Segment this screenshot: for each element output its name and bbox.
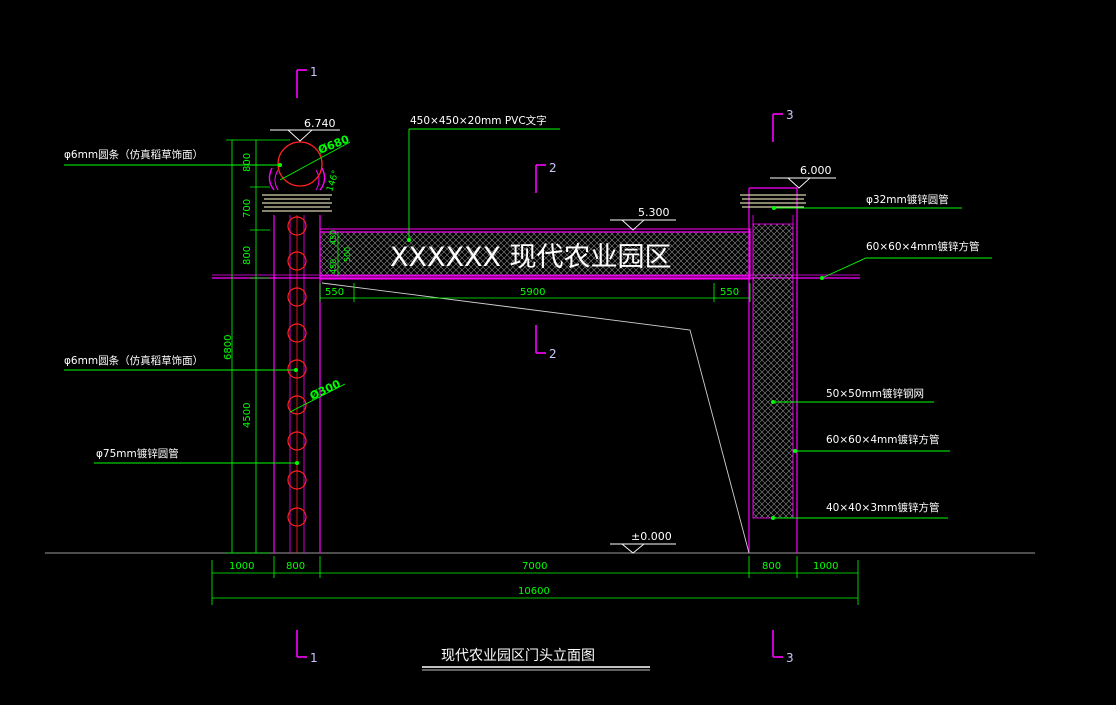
beam-span-dims [319, 283, 751, 302]
dim-beam-h-2: 500 [343, 247, 352, 262]
elevation-markers [270, 129, 836, 554]
dim-v-1: 800 [242, 153, 253, 172]
section-2-top: 2 [549, 161, 557, 175]
dim-beam-span-3: 550 [720, 287, 739, 298]
section-marks [296, 69, 783, 658]
dim-bottom-4: 800 [762, 561, 781, 572]
section-2-bottom: 2 [549, 347, 557, 361]
dim-bottom-2: 800 [286, 561, 305, 572]
callout-rod-ball: φ6mm圆条（仿真稻草饰面） [64, 148, 203, 161]
dim-bead-diameter: Ø300 [308, 377, 343, 403]
dim-angle: 146° [325, 169, 341, 193]
callout-square-tube-60-top: 60×60×4mm镀锌方管 [866, 240, 979, 253]
section-3-bottom: 3 [786, 651, 794, 665]
section-1-top: 1 [310, 65, 318, 79]
right-mesh-panel [752, 223, 794, 519]
dim-v-4: 4500 [242, 403, 253, 428]
left-rope-rings [262, 194, 332, 212]
callout-round-pipe-75: φ75mm镀锌圆管 [96, 447, 179, 460]
dim-bottom-3: 7000 [522, 561, 547, 572]
left-vertical-dims [226, 139, 290, 554]
diagonal-brace [321, 282, 750, 554]
elev-beam-top: 5.300 [638, 206, 670, 219]
elev-left-top: 6.740 [304, 117, 336, 130]
dim-beam-h-3: 450 [329, 259, 338, 274]
top-ball [277, 141, 323, 187]
dim-beam-span-1: 550 [325, 287, 344, 298]
bottom-dims [211, 556, 859, 605]
dim-bottom-1: 1000 [229, 561, 254, 572]
callout-rod-column: φ6mm圆条（仿真稻草饰面） [64, 354, 203, 367]
elev-right-top: 6.000 [800, 164, 832, 177]
elev-ground: ±0.000 [631, 530, 672, 543]
dim-beam-h-1: 450 [329, 230, 338, 245]
callout-round-pipe-32: φ32mm镀锌圆管 [866, 193, 949, 206]
callout-square-tube-40: 40×40×3mm镀锌方管 [826, 501, 939, 514]
dim-bottom-total: 10600 [518, 586, 550, 597]
dim-v-total: 6800 [223, 335, 234, 360]
callout-square-tube-60: 60×60×4mm镀锌方管 [826, 433, 939, 446]
callout-pvc-text: 450×450×20mm PVC文字 [410, 114, 547, 127]
section-3-top: 3 [786, 108, 794, 122]
dim-ball-diameter: Ø680 [316, 132, 351, 156]
drawing-title: 现代农业园区门头立面图 [441, 648, 595, 664]
callout-mesh-50: 50×50mm镀锌钢网 [826, 387, 924, 400]
dim-v-2: 700 [242, 199, 253, 218]
right-rope-rings [740, 194, 806, 208]
dim-v-3: 800 [242, 246, 253, 265]
sign-text: XXXXXX 现代农业园区 [390, 242, 672, 273]
dim-bottom-5: 1000 [813, 561, 838, 572]
sign-frame [319, 228, 751, 280]
dim-beam-span-2: 5900 [520, 287, 545, 298]
section-1-bottom: 1 [310, 651, 318, 665]
leaders [64, 128, 992, 519]
